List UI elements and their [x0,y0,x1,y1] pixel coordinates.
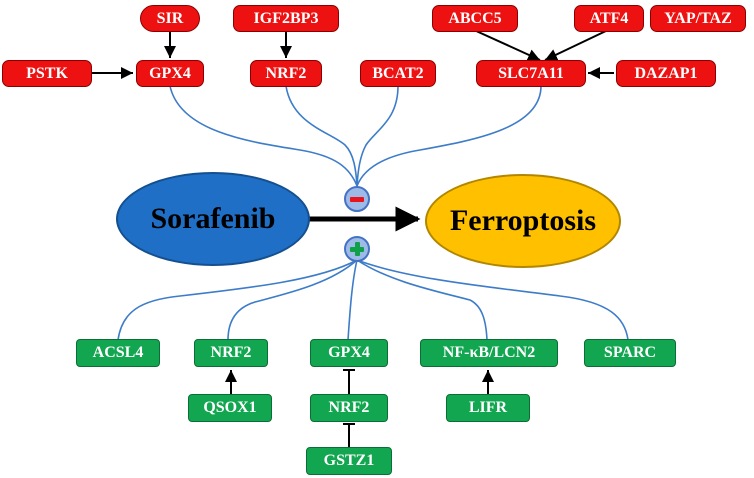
arrow-abcc5-to-slc7a11 [473,29,541,61]
minus-sign-icon [344,186,370,212]
node-nrf2-bottom: NRF2 [194,339,268,367]
node-acsl4: ACSL4 [76,339,160,367]
arrow-atf4-to-slc7a11 [544,29,609,61]
plus-sign-icon [344,236,370,262]
node-nfkb-lcn2: NF-κB/LCN2 [420,339,558,367]
link-plus-to-sparc [356,259,629,341]
link-plus-to-nfkb [356,259,488,341]
link-plus-to-gpx4 [347,259,358,341]
link-gpx4-to-minus [169,85,358,187]
node-sparc: SPARC [584,339,676,367]
link-plus-to-acsl4 [117,259,358,341]
node-sorafenib: Sorafenib [116,172,310,266]
node-lifr: LIFR [446,394,530,422]
node-gpx4-top: GPX4 [136,60,204,87]
node-atf4: ATF4 [574,5,644,32]
link-bcat2-to-minus [356,85,399,187]
node-slc7a11: SLC7A11 [476,60,586,87]
node-sir: SIR [140,5,200,32]
node-gpx4-bottom: GPX4 [310,339,388,367]
node-nrf2-lower: NRF2 [310,394,388,422]
link-nrf2-to-minus [285,85,358,187]
link-plus-to-nrf2 [227,259,358,341]
link-slc7a11-to-minus [356,85,542,187]
node-qsox1: QSOX1 [188,394,272,422]
node-igf2bp3: IGF2BP3 [233,5,339,32]
node-dazap1: DAZAP1 [616,60,716,87]
node-bcat2: BCAT2 [360,60,436,87]
node-abcc5: ABCC5 [432,5,518,32]
node-nrf2-top: NRF2 [250,60,322,87]
node-gstz1: GSTZ1 [306,447,392,475]
node-ferroptosis: Ferroptosis [425,174,621,268]
node-yap-taz: YAP/TAZ [650,5,746,32]
node-pstk: PSTK [2,60,92,87]
